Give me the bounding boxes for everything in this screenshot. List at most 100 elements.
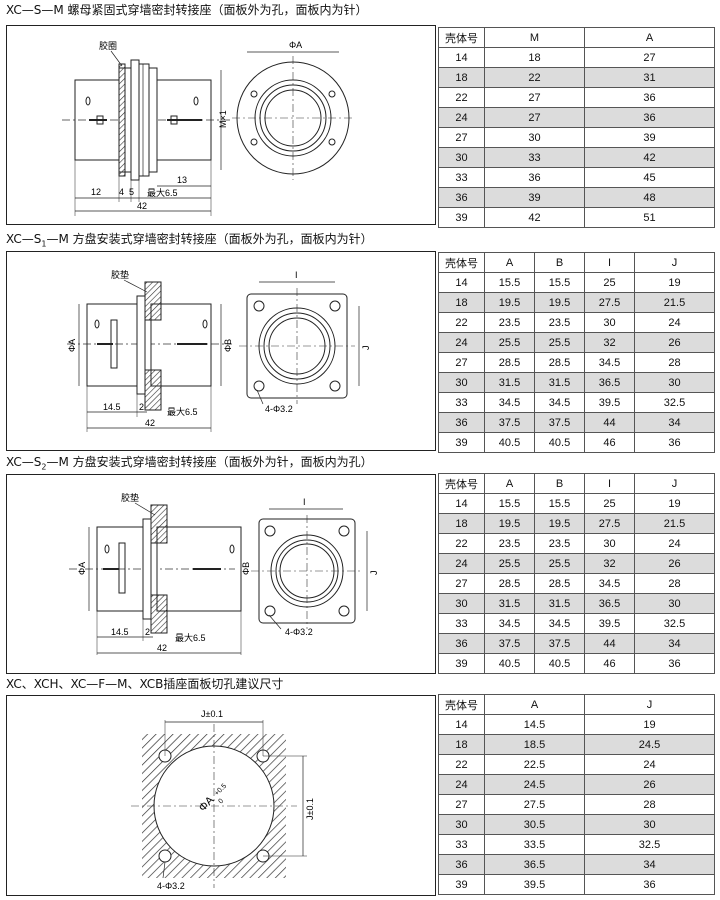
cell: 40.5	[484, 432, 535, 453]
cell: 27	[438, 127, 485, 148]
cell: 25	[584, 272, 635, 293]
cell: 19.5	[484, 513, 535, 534]
cell: 14	[438, 272, 485, 293]
dim-max65: 最大6.5	[175, 632, 206, 643]
cell: 36.5	[584, 593, 635, 614]
cell: 48	[584, 187, 715, 208]
cell: 36	[584, 87, 715, 108]
cell: 33	[438, 613, 485, 634]
dia-a-label: ΦA	[77, 562, 87, 575]
cell: 27	[438, 794, 485, 815]
cell: 28	[584, 794, 715, 815]
cell: 15.5	[484, 493, 535, 514]
cell: 28	[634, 573, 715, 594]
header-a: A	[584, 27, 715, 48]
cell: 26	[634, 553, 715, 574]
dim-42: 42	[145, 418, 155, 428]
cell: 19	[584, 714, 715, 735]
dim-max65: 最大6.5	[167, 406, 198, 417]
cell: 19.5	[534, 513, 585, 534]
cell: 30	[584, 533, 635, 554]
dim-2: 2	[139, 402, 144, 412]
section-4-title: XC、XCH、XC—F—M、XCB插座面板切孔建议尺寸	[6, 677, 284, 691]
cell: 18	[484, 47, 585, 68]
cell: 25.5	[534, 332, 585, 353]
table-header-row: 壳体号 M A	[438, 27, 715, 48]
cell: 30	[584, 312, 635, 333]
gasket-label: 胶垫	[111, 269, 129, 280]
dim-5: 5	[129, 187, 134, 197]
dim-42: 42	[157, 643, 167, 653]
cell: 36.5	[484, 854, 585, 875]
cell: 22	[484, 67, 585, 88]
cell: 32.5	[584, 834, 715, 855]
header-a: A	[484, 252, 535, 273]
cell: 27	[484, 87, 585, 108]
cell: 34.5	[584, 573, 635, 594]
cell: 22.5	[484, 754, 585, 775]
cell: 19.5	[534, 292, 585, 313]
holes-label: 4-Φ3.2	[265, 404, 293, 414]
dim-max65: 最大6.5	[147, 187, 178, 198]
cell: 24	[584, 754, 715, 775]
cell: 39.5	[484, 874, 585, 895]
holes-label: 4-Φ3.2	[285, 627, 313, 637]
thread-label: M×1	[218, 110, 228, 128]
cell: 30	[634, 372, 715, 393]
cell: 24	[634, 312, 715, 333]
section-1-title: XC—S—M 螺母紧固式穿墙密封转接座（面板外为孔，面板内为针）	[6, 3, 368, 17]
dim-14-5: 14.5	[103, 402, 121, 412]
cell: 30	[438, 814, 485, 835]
cell: 14	[438, 714, 485, 735]
dim-4: 4	[119, 187, 124, 197]
cell: 28.5	[534, 352, 585, 373]
header-shell: 壳体号	[438, 694, 485, 715]
cell: 40.5	[534, 653, 585, 674]
cell: 40.5	[534, 432, 585, 453]
cell: 15.5	[534, 493, 585, 514]
cell: 31	[584, 67, 715, 88]
cell: 45	[584, 167, 715, 188]
cell: 36	[634, 432, 715, 453]
cell: 15.5	[534, 272, 585, 293]
cell: 27.5	[584, 292, 635, 313]
table-header-row: 壳体号 A J	[438, 694, 715, 715]
cell: 24	[634, 533, 715, 554]
holes-label: 4-Φ3.2	[157, 881, 185, 891]
cell: 32	[584, 553, 635, 574]
cell: 23.5	[484, 312, 535, 333]
cell: 33	[484, 147, 585, 168]
j-tol-right-label: J±0.1	[305, 798, 315, 820]
cell: 34.5	[484, 392, 535, 413]
cell: 28.5	[484, 352, 535, 373]
j-label: J	[361, 346, 371, 351]
section-3-drawing: 胶垫 ΦA ΦB 14.5 2 最大6.5 42 I J 4-Φ3.2	[6, 474, 436, 674]
cell: 39.5	[584, 392, 635, 413]
header-i: I	[584, 473, 635, 494]
header-shell: 壳体号	[438, 473, 485, 494]
cell: 39	[484, 187, 585, 208]
cell: 28	[634, 352, 715, 373]
header-shell: 壳体号	[438, 27, 485, 48]
cell: 34.5	[584, 352, 635, 373]
cell: 25.5	[484, 332, 535, 353]
cell: 30	[438, 372, 485, 393]
cell: 44	[584, 412, 635, 433]
cell: 19.5	[484, 292, 535, 313]
cell: 27	[484, 107, 585, 128]
cell: 18	[438, 67, 485, 88]
cell: 34	[584, 854, 715, 875]
cell: 21.5	[634, 292, 715, 313]
